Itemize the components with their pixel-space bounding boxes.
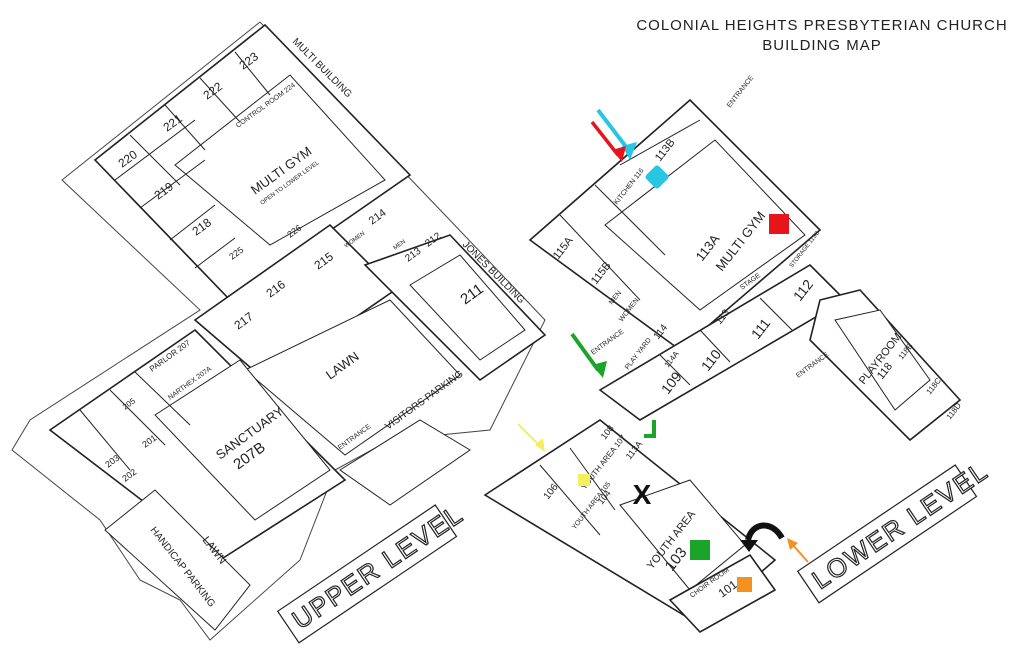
- x-mark: X: [633, 479, 652, 510]
- lower-level-banner: LOWER LEVEL: [796, 455, 994, 604]
- green-turn-arrow: [644, 420, 656, 438]
- map-subtitle: BUILDING MAP: [762, 37, 882, 54]
- cyan-marker: [645, 165, 669, 189]
- red-marker: [769, 214, 789, 234]
- choir-room-101-block: [668, 553, 777, 634]
- red-arrow: [590, 120, 620, 157]
- lower-level-label: LOWER LEVEL: [807, 455, 994, 595]
- room-211-outline: [409, 254, 526, 361]
- red-arrowhead: [612, 146, 626, 162]
- handicap-parking-area: [104, 489, 251, 631]
- map-title: COLONIAL HEIGHTS PRESBYTERIAN CHURCH: [636, 17, 1007, 34]
- green-marker: [690, 540, 710, 560]
- lower-level: 113B KITCHEN 116 113A MULTI GYM 115A 115…: [483, 74, 994, 634]
- multi-gym-113a-room: [604, 139, 806, 311]
- orange-arrowhead: [787, 538, 798, 550]
- multi-gym-upper: [174, 74, 386, 246]
- black-turn-arrow: [745, 522, 785, 541]
- yellow-arrow: [517, 423, 541, 447]
- orange-marker: [737, 577, 752, 592]
- yellow-arrowhead: [535, 438, 545, 452]
- sanctuary-room: [154, 359, 331, 521]
- cyan-arrow: [596, 108, 632, 154]
- lower-entrance-left: ENTRANCE: [590, 328, 626, 356]
- lower-entrance-top: ENTRANCE: [726, 74, 755, 109]
- lower-entrance-right: ENTRANCE: [795, 351, 831, 379]
- orange-arrow: [791, 543, 809, 563]
- playroom-118: [834, 309, 931, 411]
- yellow-marker: [578, 474, 590, 486]
- green-arrowhead: [592, 361, 607, 378]
- black-arrowhead: [740, 540, 758, 552]
- green-arrow: [570, 332, 600, 372]
- visitors-parking-area: [339, 419, 471, 506]
- location-markers: X: [517, 108, 809, 592]
- upper-level: MULTI BUILDING JONES BUILDING 223 222 22…: [11, 21, 547, 644]
- upper-lawn: [244, 299, 461, 456]
